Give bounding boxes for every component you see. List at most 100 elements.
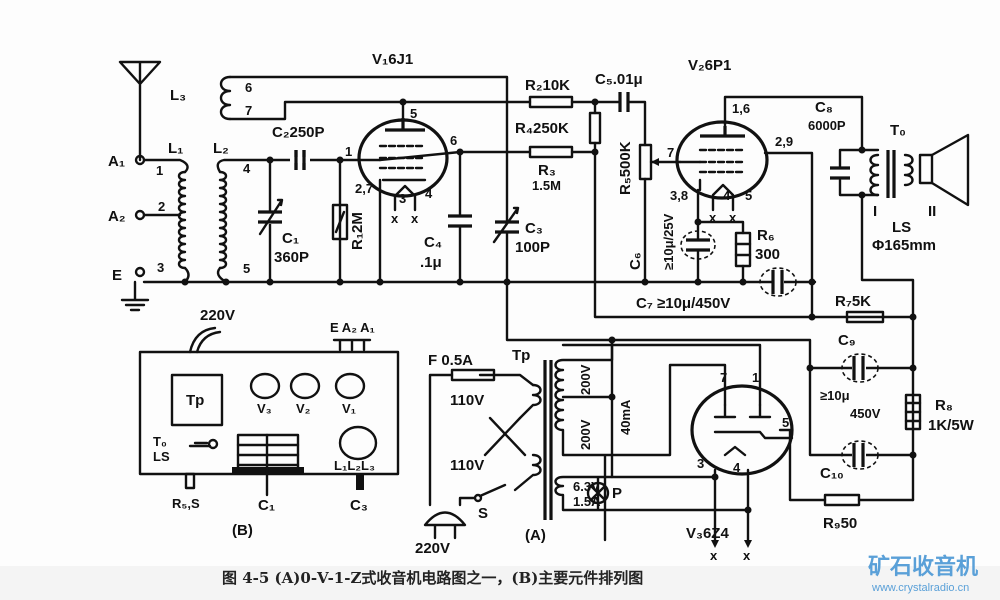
label-c6-value: ≥10μ/25V xyxy=(661,213,676,270)
layout-label-to: T₀ xyxy=(153,434,167,449)
label-v2-pin38: 3,8 xyxy=(670,188,688,203)
label-r8-value: 1K/5W xyxy=(928,417,975,434)
label-mains-220v: 220V xyxy=(415,540,450,557)
switch-s xyxy=(458,483,507,507)
figure-caption: 图 4-5 (A)0-V-1-Z式收音机电路图之一，(B)主要元件排列图 xyxy=(222,569,643,587)
layout-label-tp: Tp xyxy=(186,392,204,409)
label-l3-pin6: 6 xyxy=(245,80,252,95)
label-part-b: (B) xyxy=(232,522,253,539)
power-transformer-tp xyxy=(478,338,762,542)
label-hv-upper: 200V xyxy=(578,364,593,395)
label-hv-lower: 200V xyxy=(578,419,593,450)
label-a2: A₂ xyxy=(108,208,126,225)
coil-l3 xyxy=(219,75,532,284)
layout-label-v2: V₂ xyxy=(296,401,311,416)
label-v1-pin4: 4 xyxy=(425,186,433,201)
watermark-title: 矿石收音机 xyxy=(868,554,978,580)
capacitor-c2 xyxy=(268,150,342,284)
resistor-r2 xyxy=(528,95,622,109)
label-l1: L₁ xyxy=(168,140,183,157)
tube-v3 xyxy=(690,384,794,548)
label-lamp-p: P xyxy=(612,485,622,502)
label-v3-pin7: 7 xyxy=(720,370,727,385)
label-v3-pin5: 5 xyxy=(782,415,789,430)
label-c9: C₉ xyxy=(838,332,856,349)
label-l3-pin7: 7 xyxy=(245,103,252,118)
label-e: E xyxy=(112,267,122,284)
label-l1-pin2: 2 xyxy=(158,199,165,214)
label-heater-x: x xyxy=(743,548,751,563)
potentiometer-r5 xyxy=(638,143,682,284)
label-r6: R₆ xyxy=(757,227,775,244)
label-heater-x: x xyxy=(411,211,419,226)
layout-label-v1: V₁ xyxy=(342,401,356,416)
label-c9-voltage: 450V xyxy=(850,406,881,421)
label-r1: R₁2M xyxy=(349,212,366,250)
layout-label-v3: V₃ xyxy=(257,401,272,416)
label-c4-value: .1μ xyxy=(420,254,442,271)
resistor-r9 xyxy=(778,428,915,507)
label-c1-value: 360P xyxy=(274,249,309,266)
label-current: 40mA xyxy=(618,399,633,435)
label-tp: Tp xyxy=(512,347,530,364)
variable-capacitor-c1 xyxy=(258,198,284,236)
label-v2-pin7: 7 xyxy=(667,145,674,160)
layout-label-r5s: R₅,S xyxy=(172,496,200,511)
label-l1-pin3: 3 xyxy=(157,260,164,275)
label-v2: V₂6P1 xyxy=(688,57,731,74)
label-v3: V₃6Z4 xyxy=(686,525,729,542)
label-r6-value: 300 xyxy=(755,246,780,263)
fuse-f xyxy=(428,368,496,507)
label-v1-pin6: 6 xyxy=(450,133,457,148)
label-r7: R₇5K xyxy=(835,293,871,310)
label-c10: C₁₀ xyxy=(820,465,844,482)
ground-icon xyxy=(120,280,150,312)
label-r8: R₈ xyxy=(935,397,953,414)
label-filament-voltage: 6.3V xyxy=(573,479,600,494)
mains-plug-icon xyxy=(423,511,467,540)
label-v1-pin5: 5 xyxy=(410,106,417,121)
coil-l1 xyxy=(142,158,190,284)
label-c3-value: 100P xyxy=(515,239,550,256)
label-r2: R₂10K xyxy=(525,77,570,94)
label-c5: C₅.01μ xyxy=(595,71,643,88)
label-heater-x: x xyxy=(710,548,718,563)
label-heater-x: x xyxy=(729,210,737,225)
layout-label-c3: C₃ xyxy=(350,497,368,514)
tube-v1 xyxy=(338,100,462,284)
label-v1: V₁6J1 xyxy=(372,51,413,68)
terminals xyxy=(134,154,146,278)
layout-label-ls: LS xyxy=(153,449,170,464)
electrolytic-capacitor-c6 xyxy=(680,230,716,260)
capacitor-c4 xyxy=(448,214,472,228)
label-l3: L₃ xyxy=(170,87,186,104)
layout-diagram-b xyxy=(138,326,400,497)
label-ls-size: Φ165mm xyxy=(872,237,936,254)
label-v1-pin27: 2,7 xyxy=(355,181,373,196)
speaker-icon xyxy=(918,133,970,207)
layout-label-terminals: E A₂ A₁ xyxy=(330,320,375,335)
label-c1: C₁ xyxy=(282,230,299,247)
label-a1: A₁ xyxy=(108,153,125,170)
label-v2-pin16: 1,6 xyxy=(732,101,750,116)
label-heater-x: x xyxy=(709,210,717,225)
label-r9: R₉50 xyxy=(823,515,857,532)
label-fuse: F 0.5A xyxy=(428,352,473,369)
resistor-r8 xyxy=(904,393,922,431)
antenna-icon xyxy=(118,60,162,162)
label-v1-pin3: 3 xyxy=(399,191,406,206)
junction-dots xyxy=(181,98,917,514)
label-v3-pin3: 3 xyxy=(697,456,704,471)
resistor-r1 xyxy=(331,203,349,241)
layout-label-mains: 220V xyxy=(200,307,235,324)
label-c8-value: 6000P xyxy=(808,118,846,133)
label-heater-x: x xyxy=(391,211,399,226)
label-ls-secondary: II xyxy=(928,203,936,220)
variable-capacitor-c3 xyxy=(492,206,520,244)
label-ls-primary: I xyxy=(873,203,877,220)
hv-wire xyxy=(505,280,915,502)
pilot-lamp-p xyxy=(586,481,610,505)
label-110v-1: 110V xyxy=(450,392,484,409)
